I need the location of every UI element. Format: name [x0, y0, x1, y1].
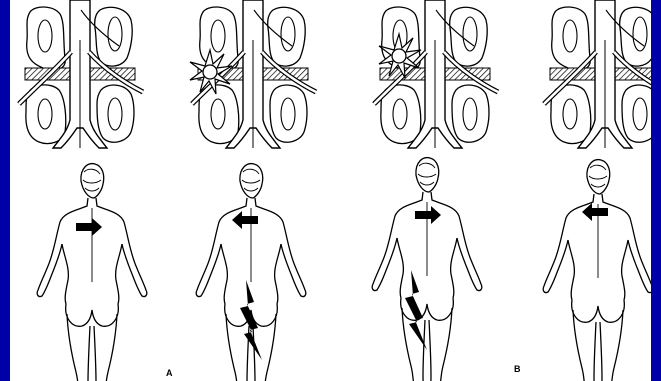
panel-2: A	[166, 0, 316, 381]
label-b: B	[514, 364, 521, 374]
patient-figure	[37, 164, 147, 381]
arrow-right-icon	[76, 218, 102, 236]
arrow-right-icon	[415, 206, 441, 224]
patient-figure	[543, 160, 651, 381]
sciatica-bolt-icon	[240, 280, 262, 360]
label-a: A	[166, 368, 173, 378]
figure-canvas: A B	[10, 0, 651, 381]
spine-diagram	[374, 0, 498, 148]
patient-figure	[196, 164, 306, 381]
spine-diagram	[19, 0, 143, 148]
panel-4	[543, 0, 651, 381]
spine-diagram	[544, 0, 651, 148]
arrow-left-icon	[232, 211, 258, 229]
patient-figure	[372, 158, 482, 381]
panel-1	[19, 0, 147, 381]
arrow-left-icon	[582, 203, 608, 221]
panel-3: B	[372, 0, 521, 381]
